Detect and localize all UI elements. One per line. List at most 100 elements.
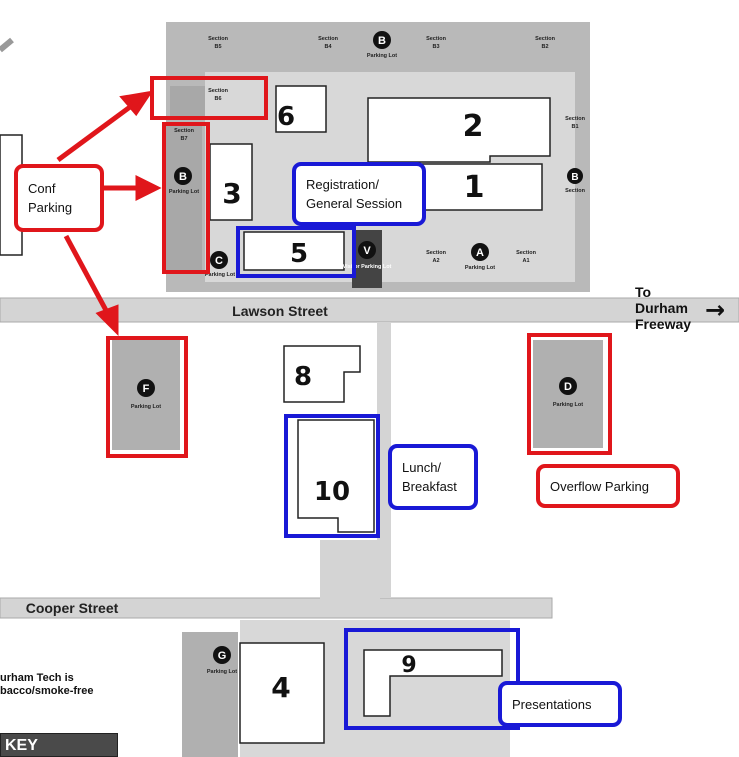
lot-b-right-label: Section bbox=[565, 188, 586, 194]
to-durham-line2: Durham bbox=[635, 300, 688, 316]
building-4-number: 4 bbox=[271, 671, 290, 704]
section-b6-id: B6 bbox=[214, 96, 221, 102]
section-b7-id: B7 bbox=[180, 136, 187, 142]
building-2-shape bbox=[367, 97, 551, 163]
section-a2-word: Section bbox=[426, 250, 447, 256]
highlight-lot-d bbox=[527, 333, 612, 455]
lot-d-label: Parking Lot bbox=[553, 402, 583, 408]
highlight-section-b6 bbox=[150, 76, 268, 120]
lot-c-marker bbox=[210, 251, 228, 269]
lot-b-left-letter: B bbox=[179, 171, 187, 183]
lot-b-left-marker bbox=[174, 167, 192, 185]
arrow-to-section-b6 bbox=[56, 101, 136, 163]
lot-b-left-area bbox=[164, 124, 202, 274]
registration-callout: Registration/ General Session bbox=[292, 162, 426, 226]
lot-v-label: Visitor Parking Lot bbox=[343, 264, 392, 270]
smoke-free-notice: urham Tech is bacco/smoke-free bbox=[0, 672, 94, 698]
to-durham-freeway-label: To Durham Freeway bbox=[635, 284, 691, 332]
section-b1-id: B1 bbox=[571, 124, 578, 130]
registration-text: Registration/ General Session bbox=[306, 177, 403, 211]
lot-f-marker bbox=[137, 379, 155, 397]
lot-g-letter: G bbox=[218, 650, 227, 662]
lot-c-label: Parking Lot bbox=[205, 272, 235, 278]
section-b4-word: Section bbox=[318, 36, 339, 42]
highlight-lot-b-left bbox=[162, 122, 210, 274]
map-key-header: KEY bbox=[0, 733, 118, 757]
building-1-number: 1 bbox=[464, 170, 485, 205]
section-b2-id: B2 bbox=[541, 44, 548, 50]
lot-b-right-letter: B bbox=[571, 172, 578, 183]
lawson-street-label: Lawson Street bbox=[232, 303, 328, 319]
lot-c-letter: C bbox=[215, 255, 223, 267]
section-b5-id: B5 bbox=[214, 44, 221, 50]
building-10-number: 10 bbox=[314, 477, 350, 507]
building-5-number: 5 bbox=[290, 239, 308, 269]
lot-b-top-letter: B bbox=[378, 35, 386, 47]
arrow-head-lot-b bbox=[135, 174, 162, 202]
building-8-shape bbox=[283, 345, 361, 403]
road-connector bbox=[320, 540, 380, 600]
building-3-shape bbox=[209, 143, 253, 221]
lunch-callout: Lunch/ Breakfast bbox=[388, 444, 478, 510]
conf-parking-arrows bbox=[56, 90, 162, 337]
building-6-shape bbox=[275, 85, 327, 133]
conf-parking-text: Conf Parking bbox=[28, 181, 73, 215]
lunch-text: Lunch/ Breakfast bbox=[402, 460, 457, 494]
vertical-road bbox=[377, 322, 391, 598]
lot-b-top-marker bbox=[373, 31, 391, 49]
presentations-text: Presentations bbox=[512, 696, 592, 712]
section-b2-word: Section bbox=[535, 36, 556, 42]
highlight-lot-f bbox=[106, 336, 188, 458]
lot-d-marker bbox=[559, 377, 577, 395]
section-b3-id: B3 bbox=[432, 44, 439, 50]
building-4-shape bbox=[239, 642, 325, 744]
building-8-number: 8 bbox=[294, 362, 312, 392]
building-6-number: 6 bbox=[277, 102, 295, 132]
lot-g-label: Parking Lot bbox=[207, 669, 237, 675]
lot-v-marker bbox=[358, 241, 376, 259]
highlight-building-9 bbox=[344, 628, 520, 730]
building-1-shape bbox=[409, 163, 543, 211]
walkway-left bbox=[0, 37, 14, 53]
building-3-number: 3 bbox=[222, 177, 241, 210]
lot-f-letter: F bbox=[143, 383, 150, 395]
building-9-shape bbox=[363, 649, 503, 717]
to-durham-line3: Freeway bbox=[635, 316, 692, 332]
lot-f-label: Parking Lot bbox=[131, 404, 161, 410]
lot-g-marker bbox=[213, 646, 231, 664]
section-a1-id: A1 bbox=[522, 258, 529, 264]
section-b1-word: Section bbox=[565, 116, 586, 122]
building-2-number: 2 bbox=[463, 109, 484, 144]
building-5-shape bbox=[243, 231, 345, 271]
arrow-to-lot-f bbox=[63, 234, 111, 316]
lot-a-marker bbox=[471, 243, 489, 261]
lot-b-top-label: Parking Lot bbox=[367, 53, 397, 59]
lot-b-left-label: Parking Lot bbox=[169, 189, 199, 195]
notice-line1: urham Tech is bbox=[0, 672, 74, 684]
to-durham-line1: To bbox=[635, 284, 652, 300]
section-b7-word: Section bbox=[174, 128, 195, 134]
lot-b-right-marker bbox=[567, 168, 583, 184]
building-10-shape bbox=[297, 419, 375, 533]
cooper-street-label: Cooper Street bbox=[26, 600, 119, 616]
conf-parking-callout: Conf Parking bbox=[14, 164, 104, 232]
lot-a-label: Parking Lot bbox=[465, 265, 495, 271]
notice-line2: bacco/smoke-free bbox=[0, 685, 94, 697]
lot-v-letter: V bbox=[363, 245, 371, 257]
lot-markers bbox=[137, 31, 583, 664]
presentations-callout: Presentations bbox=[498, 681, 622, 727]
lawson-street-road bbox=[0, 297, 739, 323]
section-a2-id: A2 bbox=[432, 258, 439, 264]
overflow-parking-callout: Overflow Parking bbox=[536, 464, 680, 508]
lot-d-letter: D bbox=[564, 381, 572, 393]
overflow-parking-text: Overflow Parking bbox=[550, 478, 649, 494]
arrow-right-icon: → bbox=[705, 296, 726, 324]
section-b3-word: Section bbox=[426, 36, 447, 42]
arrow-head-lot-f bbox=[95, 304, 119, 337]
cooper-street-road bbox=[0, 597, 553, 619]
highlight-building-5 bbox=[236, 226, 356, 278]
arrow-head-b6 bbox=[119, 90, 154, 117]
section-b5-word: Section bbox=[208, 36, 229, 42]
